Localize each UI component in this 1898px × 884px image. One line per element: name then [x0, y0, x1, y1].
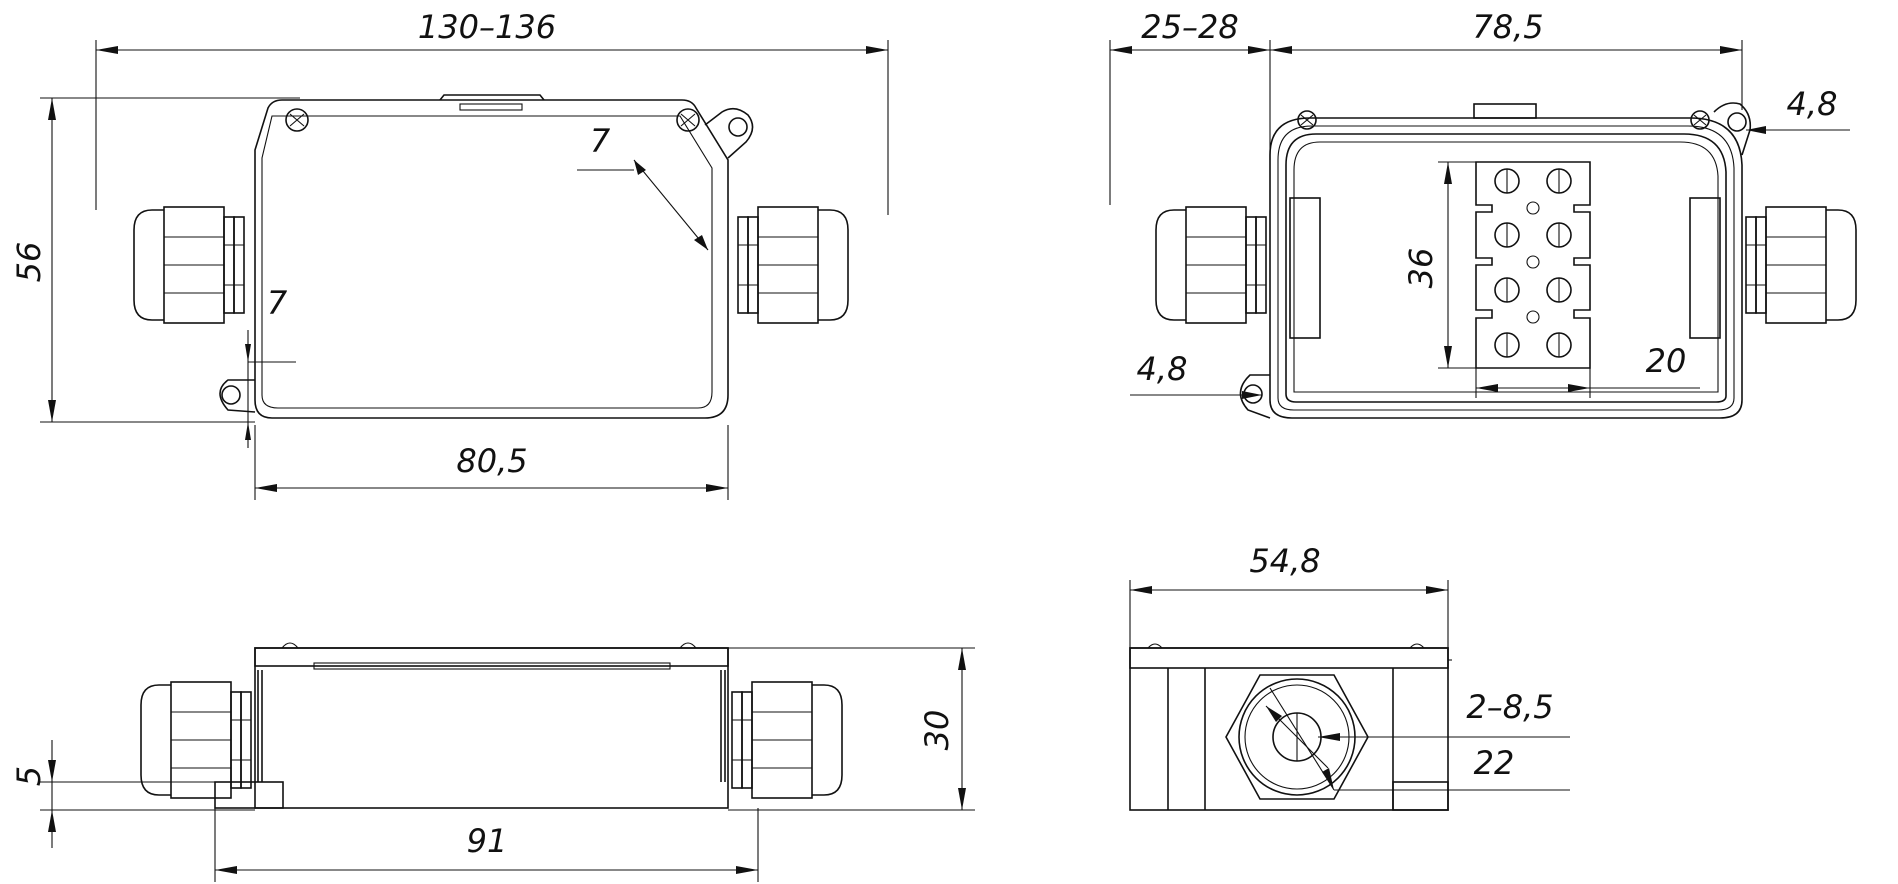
dim-78-5: 78,5: [1472, 8, 1543, 46]
dim-7-left: 7: [267, 284, 288, 322]
dim-91: 91: [467, 822, 508, 860]
dim-5: 5: [10, 766, 48, 786]
dim-7-right: 7: [590, 122, 611, 160]
dim-20: 20: [1646, 342, 1687, 380]
dim-4-8-right: 4,8: [1787, 85, 1838, 123]
dim-22: 22: [1474, 744, 1515, 782]
dim-54-8: 54,8: [1249, 542, 1320, 580]
dim-36: 36: [1402, 248, 1440, 289]
dim-80-5: 80,5: [456, 442, 527, 480]
end-view: 54,8 2–8,5 22: [1129, 542, 1570, 811]
dim-overall-length: 130–136: [418, 8, 556, 46]
dim-2-8-5: 2–8,5: [1466, 688, 1553, 726]
top-view: 130–136 56 7 7 80,5: [10, 8, 889, 500]
interior-view: 25–28 78,5 4,8 4,8 36 20: [1109, 8, 1857, 419]
dim-25-28: 25–28: [1141, 8, 1238, 46]
side-view: 30 5 91: [10, 642, 975, 882]
dim-4-8-left: 4,8: [1137, 350, 1188, 388]
dim-30: 30: [918, 710, 956, 751]
dim-height-56: 56: [10, 242, 48, 283]
